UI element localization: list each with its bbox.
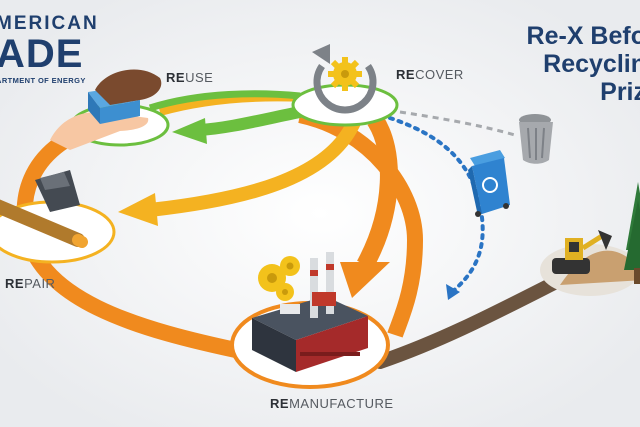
recover-gear-icon [328,57,362,91]
trash-arrow [399,110,516,137]
remanufacture-label: REMANUFACTURE [270,396,394,411]
recover-label-prefix: RE [396,67,416,82]
reuse-arrowhead [172,118,207,144]
factory-icon [252,252,368,372]
prize-title: Re-X Befo Recyclin Priz [527,22,640,106]
trash-can-icon [519,114,553,164]
repair-arrowhead [118,193,158,226]
recycling-bin-icon [468,150,510,217]
repair-label-prefix: RE [5,276,25,291]
title-line-2: Recyclin [543,50,640,78]
recover-to-repair-arrow [149,117,362,217]
recover-to-reuse-arrow [199,106,302,136]
remanufacture-label-prefix: RE [270,396,290,411]
recover-to-remanufacture-arrow [357,115,398,270]
remanufacture-label-rest: MANUFACTURE [289,396,394,411]
doe-logo: MERICAN ADE ARTMENT OF ENERGY [0,14,99,85]
reuse-to-recover-green [148,90,301,112]
recover-label: RECOVER [396,67,464,82]
cycle-arrowhead [312,44,330,64]
recycle-cycle-icon [313,64,377,114]
bulldozer-icon [552,230,612,274]
repair-label-rest: PAIR [24,276,56,291]
brown-hand-icon [95,69,162,105]
recover-label-rest: COVER [415,67,464,82]
title-line-3: Priz [600,78,640,106]
open-hand-icon [50,111,149,150]
logo-line-2: ADE [0,32,84,76]
recycling-arrowhead [446,284,460,300]
landfill-mound [560,250,640,285]
reuse-label-rest: USE [185,70,214,85]
logo-line-1: MERICAN [0,13,99,34]
recycling-arrow [388,116,485,294]
title-line-1: Re-X Befo [526,22,640,50]
logo-line-3: ARTMENT OF ENERGY [0,76,86,85]
factory-gears-icon [258,256,300,301]
hammer-icon [0,170,88,248]
tree-icon [624,182,640,284]
remanufacture-arrowhead [340,262,390,298]
reuse-label-prefix: RE [166,70,186,85]
repair-label: REPAIR [5,276,55,291]
reuse-label: REUSE [166,70,213,85]
